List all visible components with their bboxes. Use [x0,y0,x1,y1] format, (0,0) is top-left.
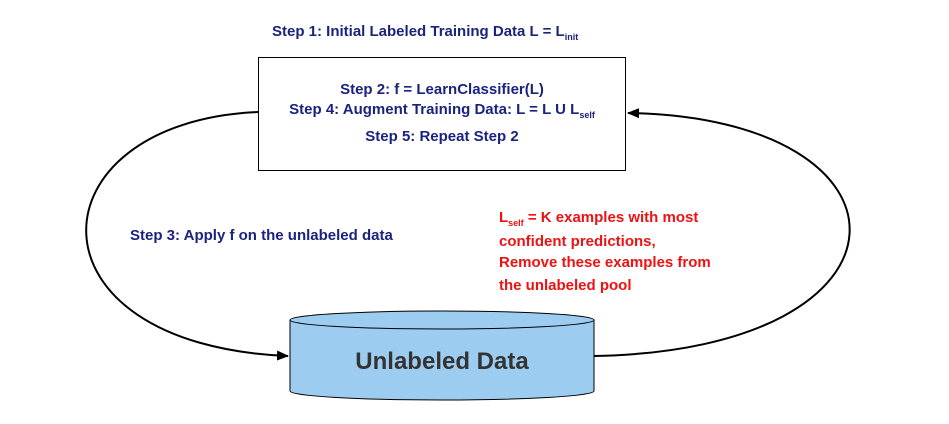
step3-label: Step 3: Apply f on the unlabeled data [130,227,393,244]
lself-note-line1: Lself = K examples with most [499,210,698,228]
lself-definition: = K examples with most [523,209,699,226]
lself-symbol: L [499,209,509,226]
step1-label: Step 1: Initial Labeled Training Data L … [272,24,578,42]
lself-note-line3: Remove these examples from [499,254,711,271]
classifier-box [258,57,626,171]
lself-note-line4: the unlabeled pool [499,277,632,294]
step1-text: Step 1: Initial Labeled Training Data L … [272,23,565,40]
lself-subscript: self [508,218,524,228]
step4-subscript: self [579,110,595,120]
step5-label: Step 5: Repeat Step 2 [365,128,519,145]
left-loop-arrow [85,111,289,361]
step2-label: Step 2: f = LearnClassifier(L) [340,81,544,98]
cylinder-top [289,310,595,330]
cylinder-label: Unlabeled Data [355,348,529,375]
right-loop-arrow [593,108,851,357]
unlabeled-data-cylinder [289,310,595,401]
step4-text: Step 4: Augment Training Data: L = L U L [289,101,580,118]
lself-note-line2: confident predictions, [499,233,656,250]
step1-subscript: init [564,32,579,42]
step4-label: Step 4: Augment Training Data: L = L U L… [258,102,626,120]
cylinder-body [289,319,595,401]
